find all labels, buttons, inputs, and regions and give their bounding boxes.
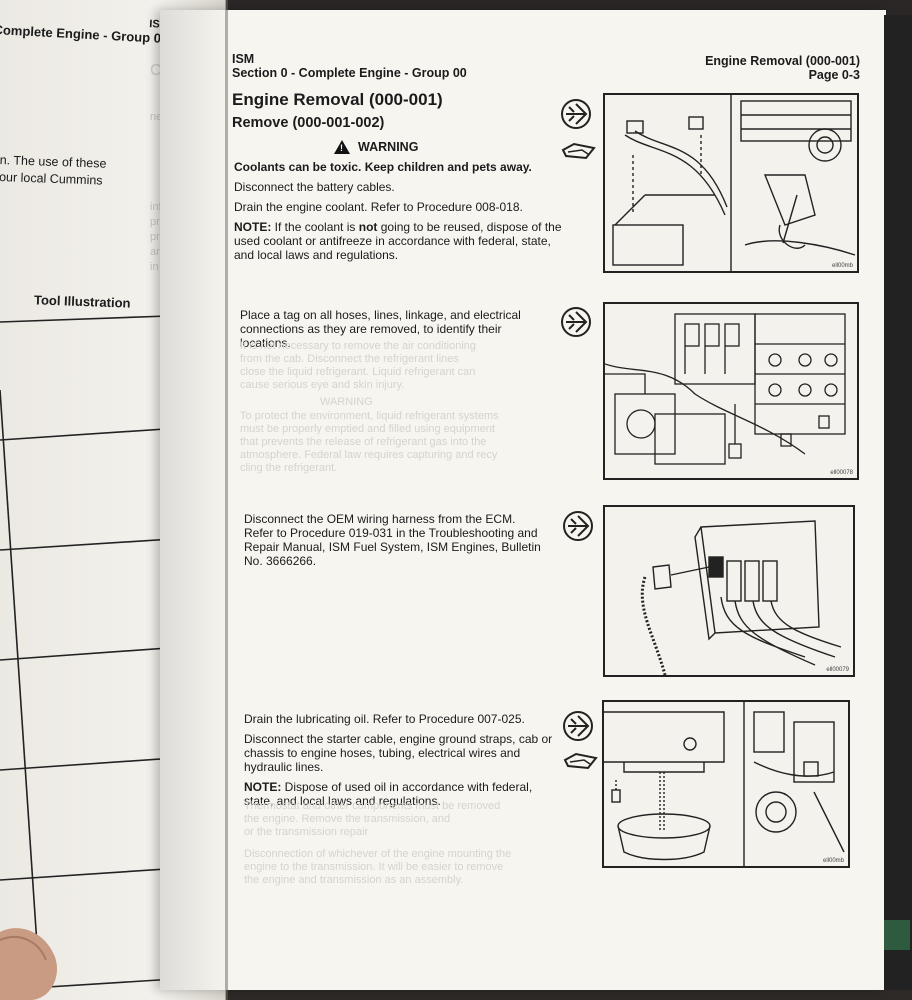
note-label: NOTE: bbox=[244, 780, 282, 794]
step-text: Disconnect the battery cables. bbox=[234, 180, 395, 194]
bleed-through-text: must be properly emptied and filled usin… bbox=[240, 423, 495, 435]
figure-battery-coolant: ell00mb bbox=[603, 93, 859, 273]
bleed-through-text: engine to the transmission. It will be e… bbox=[244, 861, 504, 873]
bleed-through-text: cling the refrigerant. bbox=[240, 462, 338, 474]
figure-code: ell00mb bbox=[831, 263, 853, 269]
note-text-part: If the coolant is bbox=[271, 220, 359, 234]
bleed-through-text: the engine. Remove the transmission, and bbox=[244, 813, 451, 825]
section-3-text: Disconnect the OEM wiring harness from t… bbox=[244, 512, 541, 568]
warning-label: WARNING bbox=[358, 140, 419, 154]
header-model: ISM bbox=[232, 52, 255, 66]
header-procedure: Engine Removal (000-001) bbox=[705, 54, 860, 68]
wrench-cross-icon bbox=[561, 307, 591, 337]
figure-code: ell00078 bbox=[830, 470, 853, 476]
manual-page: ISM Section 0 - Complete Engine - Group … bbox=[160, 10, 886, 990]
binder-edge bbox=[884, 15, 912, 990]
bleed-through-text: the engine and transmission as an assemb… bbox=[244, 874, 464, 886]
header-section: Section 0 - Complete Engine - Group 00 bbox=[232, 66, 467, 80]
bleed-through-text: cause serious eye and skin injury. bbox=[240, 379, 405, 391]
section-1-text: Coolants can be toxic. Keep children and… bbox=[234, 160, 564, 262]
note-text-part: Dispose of used oil in accordance with f… bbox=[244, 780, 533, 808]
step-text: Disconnect the starter cable, engine gro… bbox=[244, 732, 553, 774]
note-text: NOTE: If the coolant is not going to be … bbox=[234, 220, 564, 262]
page-header-right: Engine Removal (000-001) Page 0-3 bbox=[705, 54, 860, 82]
binding-spine bbox=[225, 0, 228, 1000]
note-text-part: going to be reused, dispose of the used … bbox=[234, 220, 562, 262]
left-page-text-line: our local Cummins bbox=[0, 169, 103, 188]
drain-cleanup-icon bbox=[561, 142, 596, 160]
left-page-header: ISM Complete Engine - Group 00 bbox=[0, 18, 169, 47]
warning-heading: ! WARNING bbox=[334, 140, 418, 154]
bleed-through-text: close the liquid refrigerant. Liquid ref… bbox=[240, 366, 476, 378]
step-text: Drain the engine coolant. Refer to Proce… bbox=[234, 200, 523, 214]
warning-text: Coolants can be toxic. Keep children and… bbox=[234, 160, 532, 174]
bleed-through-text: atmosphere. Federal law requires capturi… bbox=[240, 449, 498, 461]
figure-oil-drain: ell00mb bbox=[602, 700, 850, 868]
figure-ecm-harness: ell00079 bbox=[603, 505, 855, 677]
bleed-through-text: Thermostat and other components must be … bbox=[244, 800, 501, 812]
bleed-through-text: that prevents the release of refrigerant… bbox=[240, 436, 487, 448]
page-title: Engine Removal (000-001) bbox=[232, 90, 443, 109]
thumb bbox=[0, 928, 58, 1000]
figure-code: ell00mb bbox=[822, 858, 844, 864]
section-4-text: Drain the lubricating oil. Refer to Proc… bbox=[244, 712, 564, 808]
bleed-through-text: It is not necessary to remove the air co… bbox=[240, 340, 477, 352]
figure-tag-connections: ell00078 bbox=[603, 302, 859, 480]
wrench-cross-icon bbox=[563, 711, 593, 741]
note-text: NOTE: Dispose of used oil in accordance … bbox=[244, 780, 564, 808]
drain-cleanup-icon bbox=[563, 752, 598, 770]
bleed-through-text: WARNING bbox=[320, 396, 373, 408]
wrench-cross-icon bbox=[563, 511, 593, 541]
page-subtitle: Remove (000-001-002) bbox=[232, 115, 385, 131]
note-label: NOTE: bbox=[234, 220, 272, 234]
warning-triangle-icon: ! bbox=[334, 140, 350, 154]
page-header-left: ISM Section 0 - Complete Engine - Group … bbox=[232, 52, 467, 80]
left-page-text: n. The use of these our local Cummins bbox=[0, 152, 107, 190]
binder-tab bbox=[884, 920, 910, 950]
bleed-through-text: from the cab. Disconnect the refrigerant… bbox=[240, 353, 459, 365]
bleed-through-text: Disconnection of whichever of the engine… bbox=[244, 848, 512, 860]
header-page-number: Page 0-3 bbox=[808, 68, 860, 82]
left-page-header-title: Complete Engine - Group 00 bbox=[0, 22, 169, 47]
section-2-text: Place a tag on all hoses, lines, linkage… bbox=[240, 308, 521, 350]
figure-code: ell00079 bbox=[826, 667, 849, 673]
wrench-cross-icon bbox=[561, 99, 591, 129]
bleed-through-text: or the transmission repair bbox=[244, 826, 369, 838]
bleed-through-text: To protect the environment, liquid refri… bbox=[240, 410, 499, 422]
note-emphasis: not bbox=[358, 220, 378, 234]
step-text: Drain the lubricating oil. Refer to Proc… bbox=[244, 712, 525, 726]
